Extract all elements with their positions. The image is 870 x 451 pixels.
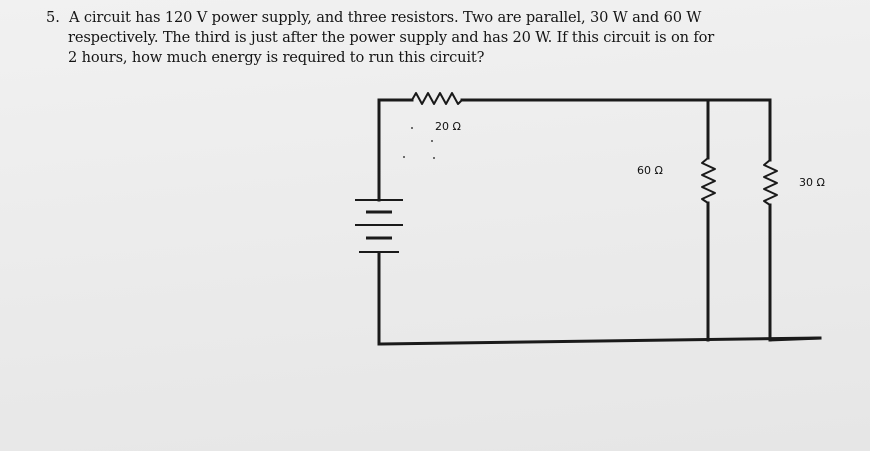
question-line-1: A circuit has 120 V power supply, and th… — [69, 9, 702, 26]
wire-bottom — [377, 336, 822, 346]
pencil-dot — [403, 156, 405, 158]
resistor-30-ohm — [763, 159, 778, 206]
pencil-marks — [403, 127, 435, 159]
question-line-3: 2 hours, how much energy is required to … — [68, 49, 485, 66]
wire-bottom-right — [768, 336, 822, 342]
battery-symbol — [355, 199, 403, 260]
label-30-ohm: 30 Ω — [799, 176, 825, 189]
resistor-20-ohm — [411, 92, 463, 105]
resistor-60-ohm — [701, 157, 716, 204]
pencil-dot — [431, 140, 433, 142]
label-60-ohm: 60 Ω — [637, 164, 663, 177]
pencil-dot — [433, 157, 435, 159]
label-20-ohm: 20 Ω — [435, 120, 461, 133]
question-number: 5. — [46, 9, 60, 26]
pencil-dot — [411, 127, 413, 129]
question-line-2: respectively. The third is just after th… — [68, 29, 715, 46]
